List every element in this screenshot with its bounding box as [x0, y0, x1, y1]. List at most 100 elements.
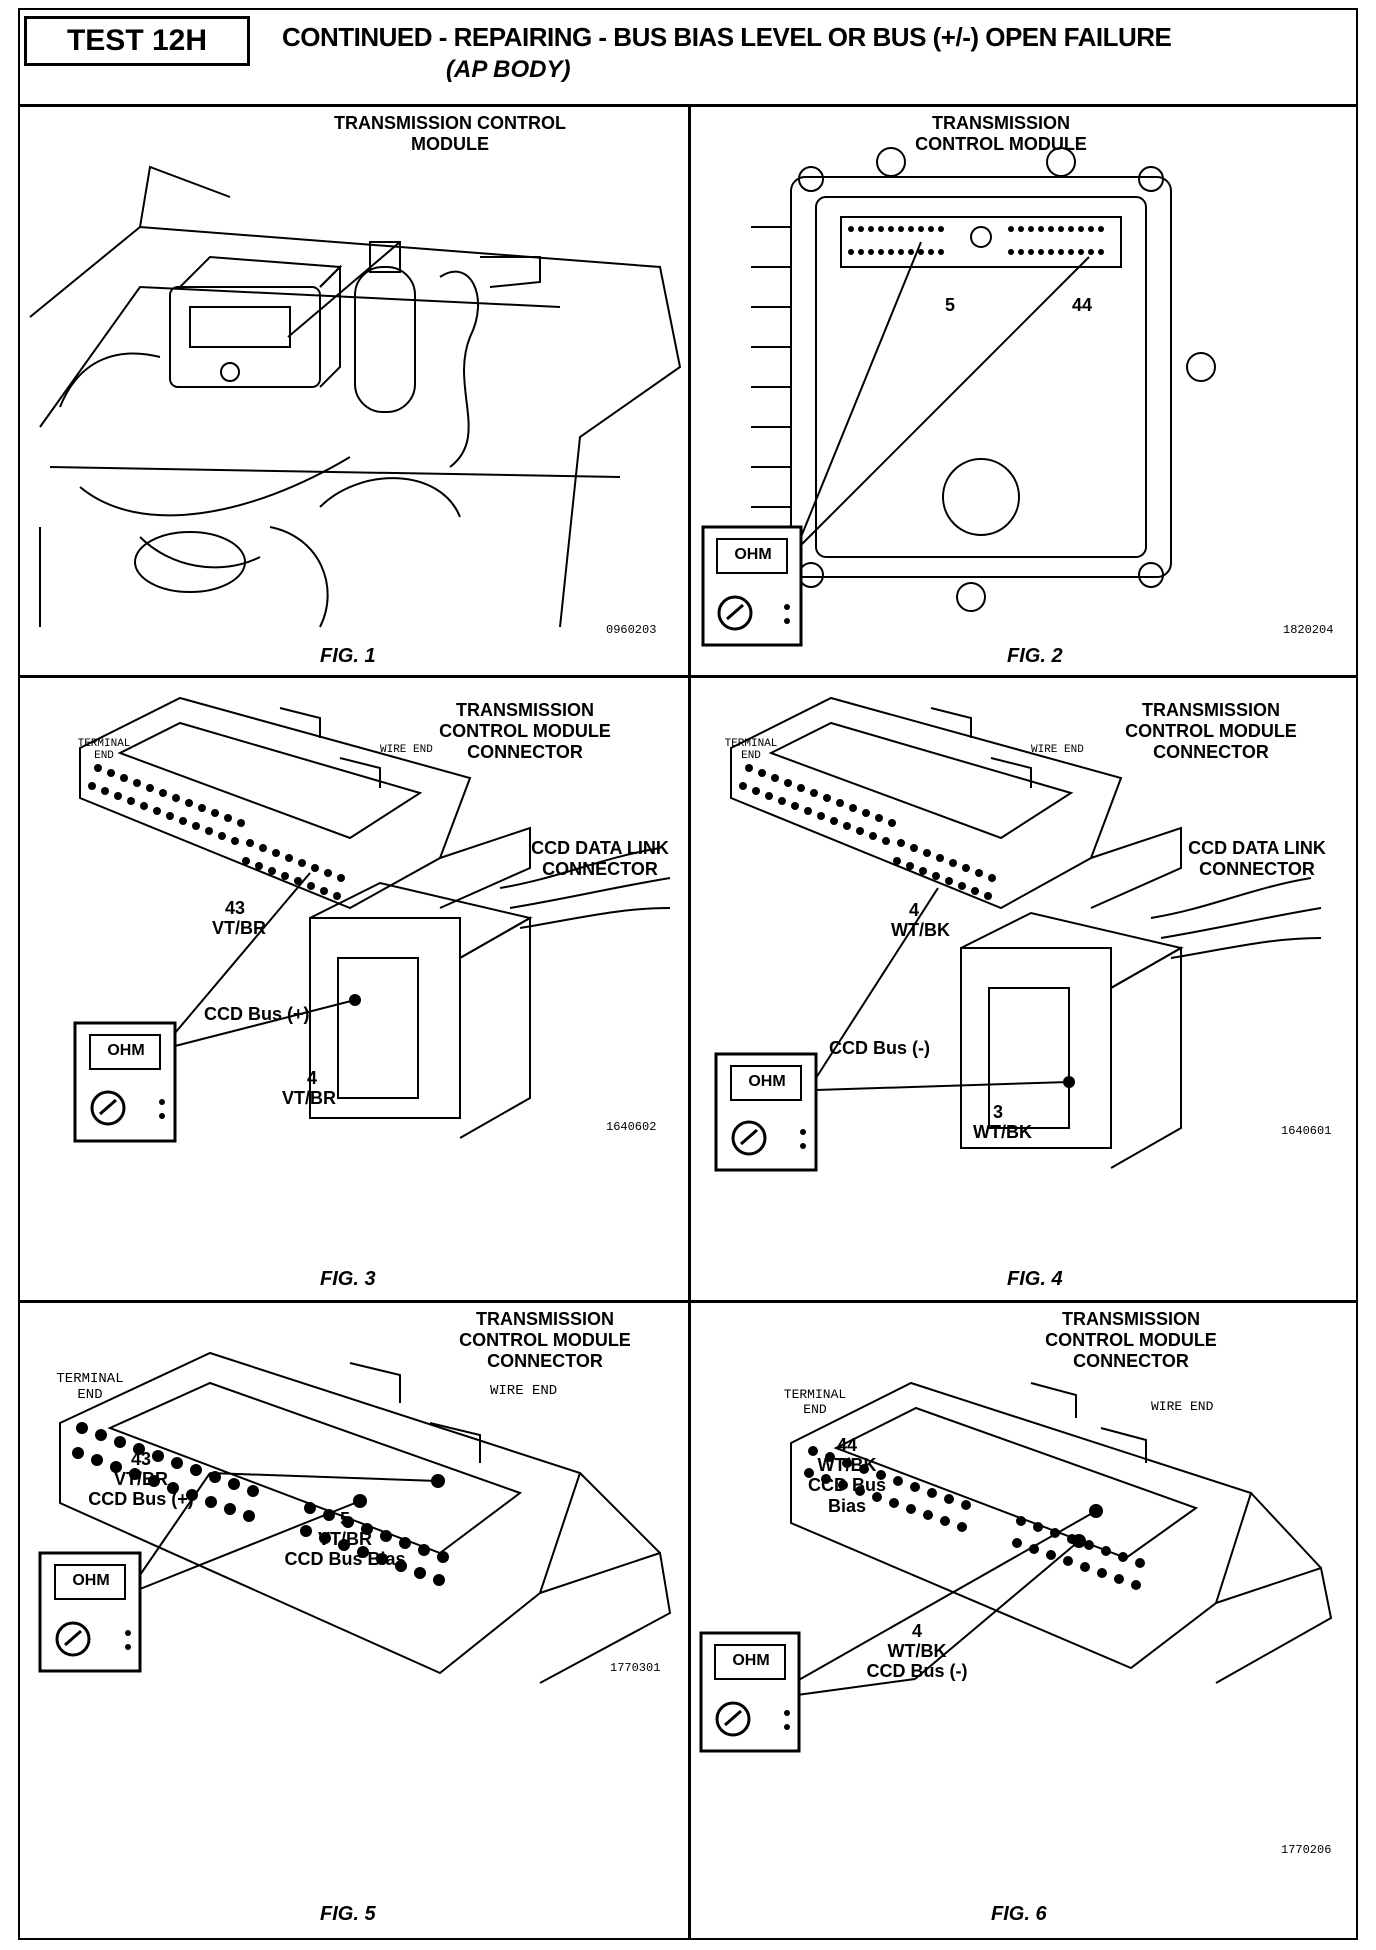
connector-pin: [91, 1454, 103, 1466]
fig6-probe-line-a: [796, 1510, 1097, 1682]
fig6-wire-a: WT/BK: [817, 1455, 877, 1475]
connector-pin: [1016, 1516, 1026, 1526]
connector-pin: [133, 1443, 145, 1455]
connector-pin: [869, 832, 877, 840]
connector-pin: [910, 1482, 920, 1492]
fig3-ccd-label: CCD DATA LINK CONNECTOR: [531, 838, 669, 879]
connector-pin: [320, 887, 328, 895]
connector-pin: [153, 807, 161, 815]
connector-pin: [908, 226, 914, 232]
connector-pin: [1097, 1568, 1107, 1578]
fig6-code: 1770206: [1281, 1843, 1332, 1857]
connector-pin: [1033, 1522, 1043, 1532]
fig6-desc-b: CCD Bus (-): [866, 1661, 968, 1681]
connector-pin: [1038, 249, 1044, 255]
fig6-ohmmeter: [699, 1631, 801, 1753]
connector-pin: [889, 1498, 899, 1508]
fig3-wire-end: WIRE END: [380, 744, 433, 756]
fig4-wire-ccd: WT/BK: [973, 1122, 1032, 1142]
connector-pin: [1008, 226, 1014, 232]
connector-pin: [791, 802, 799, 810]
fig6-pin-a: 44: [836, 1435, 858, 1455]
connector-pin: [281, 872, 289, 880]
fig4-ccd-label: CCD DATA LINK CONNECTOR: [1188, 838, 1326, 879]
connector-pin: [395, 1560, 407, 1572]
fig2-caption: FIG. 2: [1007, 645, 1063, 667]
connector-pin: [268, 867, 276, 875]
fig5-desc-a: CCD Bus (+): [88, 1489, 194, 1509]
connector-pin: [872, 1492, 882, 1502]
connector-pin: [159, 789, 167, 797]
connector-pin: [897, 839, 905, 847]
fig5-leader-a: [139, 1472, 211, 1576]
fig5-desc-b: CCD Bus Bias: [284, 1549, 406, 1569]
connector-pin: [76, 1422, 88, 1434]
fig4-pin-ccd: 3: [993, 1102, 1004, 1122]
connector-pin: [1078, 249, 1084, 255]
fig3-ohmmeter: [73, 1021, 177, 1143]
connector-pin: [231, 837, 239, 845]
connector-pin: [1058, 249, 1064, 255]
connector-pin: [1068, 226, 1074, 232]
connector-pin: [319, 1532, 331, 1544]
fig5-probe-line-b: [139, 1500, 361, 1590]
page-subtitle: (AP BODY): [446, 56, 571, 83]
fig3-connector-illustration: [73, 696, 671, 1143]
connector-pin: [95, 1429, 107, 1441]
connector-pin: [975, 869, 983, 877]
connector-pin: [120, 774, 128, 782]
connector-pin: [906, 1504, 916, 1514]
connector-pin: [938, 226, 944, 232]
connector-pin: [843, 822, 851, 830]
connector-pin: [957, 1522, 967, 1532]
connector-pin: [1048, 249, 1054, 255]
connector-pin: [893, 857, 901, 865]
fig2-code: 1820204: [1283, 623, 1334, 637]
connector-pin: [1098, 249, 1104, 255]
connector-pin: [848, 226, 854, 232]
connector-pin: [962, 864, 970, 872]
connector-pin: [855, 1486, 865, 1496]
connector-pin: [949, 859, 957, 867]
connector-pin: [868, 226, 874, 232]
fig6-pin-b: 4: [911, 1621, 922, 1641]
fig2-probe-line-a: [800, 241, 922, 538]
fig6-desc-a: CCD Bus Bias: [807, 1475, 886, 1516]
connector-pin: [784, 779, 792, 787]
connector-pin: [1046, 1550, 1056, 1560]
connector-pin: [1084, 1540, 1094, 1550]
connector-pin: [133, 779, 141, 787]
connector-pin: [114, 792, 122, 800]
fig3-code: 1640602: [606, 1120, 657, 1134]
figure-4-panel: TRANSMISSION CONTROL MODULE CONNECTOR TE…: [691, 678, 1356, 1300]
connector-pin: [418, 1544, 430, 1556]
connector-pin: [1101, 1546, 1111, 1556]
fig6-title: TRANSMISSION CONTROL MODULE CONNECTOR: [1045, 1309, 1217, 1371]
fig3-bus-label: CCD Bus (+): [204, 1004, 310, 1024]
connector-pin: [1058, 226, 1064, 232]
connector-pin: [856, 827, 864, 835]
tcm-leader-line: [287, 241, 401, 338]
grid-divider-vertical: [688, 107, 691, 1938]
connector-pin: [107, 769, 115, 777]
fig4-probe-line-a: [815, 887, 939, 1079]
connector-pin: [765, 792, 773, 800]
connector-pin: [876, 1470, 886, 1480]
connector-pin: [878, 226, 884, 232]
connector-pin: [836, 799, 844, 807]
connector-pin: [923, 849, 931, 857]
figure-2-panel: TRANSMISSION CONTROL MODULE 5 44 OHM 182…: [691, 107, 1356, 675]
connector-pin: [752, 787, 760, 795]
connector-pin: [140, 802, 148, 810]
connector-pin: [875, 814, 883, 822]
connector-pin: [1028, 249, 1034, 255]
fig3-meter-label: OHM: [107, 1042, 145, 1059]
connector-pin: [940, 1516, 950, 1526]
connector-pin: [307, 882, 315, 890]
connector-pin: [272, 849, 280, 857]
connector-pin: [1068, 249, 1074, 255]
connector-pin: [936, 854, 944, 862]
connector-pin: [927, 1488, 937, 1498]
figure-grid: TRANSMISSION CONTROL MODULE 0960203 FIG.…: [20, 107, 1356, 1938]
fig4-code: 1640601: [1281, 1124, 1332, 1138]
